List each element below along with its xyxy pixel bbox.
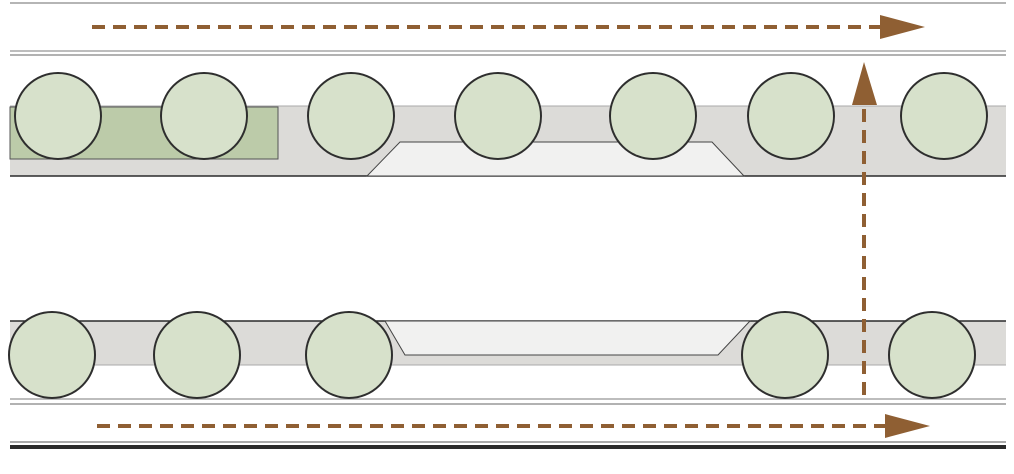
vehicle-icon (307, 72, 395, 160)
vehicle-icon (8, 311, 96, 399)
vehicle-icon (14, 72, 102, 160)
upper-trapezoid (365, 141, 746, 177)
top-divider (10, 50, 1006, 56)
lower-vehicles (8, 311, 976, 399)
bottom-flow-arrow (97, 414, 930, 438)
top-flow-arrow (92, 15, 925, 39)
vehicle-icon (747, 72, 835, 160)
vertical-flow-arrow (852, 62, 877, 395)
lower-trapezoid (384, 320, 752, 356)
vehicle-icon (160, 72, 248, 160)
upper-vehicles (14, 72, 988, 160)
vehicle-icon (454, 72, 542, 160)
vehicle-icon (741, 311, 829, 399)
vehicle-icon (609, 72, 697, 160)
bottom-divider (10, 398, 1006, 405)
vehicle-icon (153, 311, 241, 399)
vehicle-icon (900, 72, 988, 160)
vehicle-icon (888, 311, 976, 399)
bottom-edge (10, 441, 1006, 449)
vehicle-icon (305, 311, 393, 399)
